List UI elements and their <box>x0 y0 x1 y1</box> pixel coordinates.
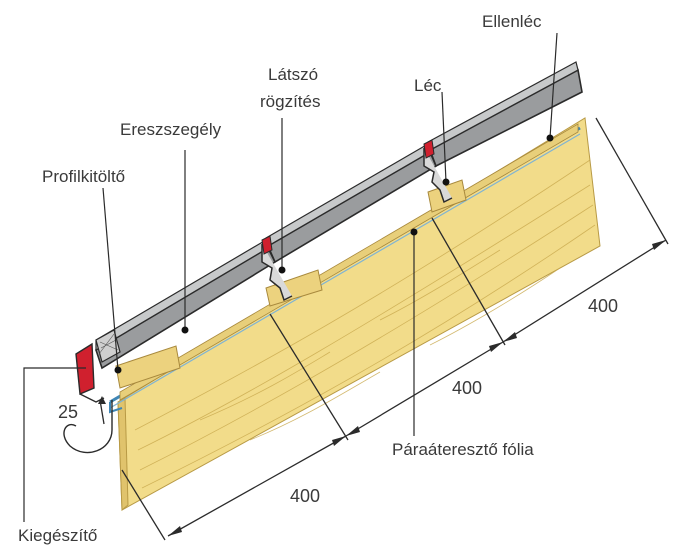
dimension-400-middle: 400 <box>452 378 483 398</box>
gutter-hook <box>63 400 113 454</box>
label-paraatereszto: Páraáteresztő fólia <box>392 440 534 459</box>
label-latszo-line2: rögzítés <box>260 92 321 111</box>
label-kiegeszito: Kiegészítő <box>18 526 98 545</box>
batten-2 <box>265 269 323 307</box>
gap-arrow-head <box>98 396 106 404</box>
label-latszo-line1: Látszó <box>268 65 319 84</box>
label-lec: Léc <box>414 76 442 95</box>
dimension-400-top: 400 <box>588 296 619 316</box>
red-seal-2 <box>423 139 435 159</box>
roof-panel-3 <box>427 61 583 168</box>
dimension-25-gap: 25 <box>58 402 79 422</box>
red-seal-1 <box>261 235 273 255</box>
label-ellenlec: Ellenléc <box>482 12 542 31</box>
label-profilkitolto: Profilkitöltő <box>42 167 126 186</box>
batten-1 <box>115 345 181 389</box>
leader-dots <box>114 134 554 374</box>
dimension-400-bottom: 400 <box>290 486 321 506</box>
dimension-arrows <box>168 240 666 536</box>
label-ereszszegely: Ereszszegély <box>120 120 222 139</box>
hidden-fastener-1 <box>261 244 293 302</box>
dimension-lines <box>121 117 669 541</box>
hidden-fastener-2 <box>423 148 453 204</box>
leader-lines <box>23 32 558 522</box>
profile-filler <box>95 329 121 363</box>
